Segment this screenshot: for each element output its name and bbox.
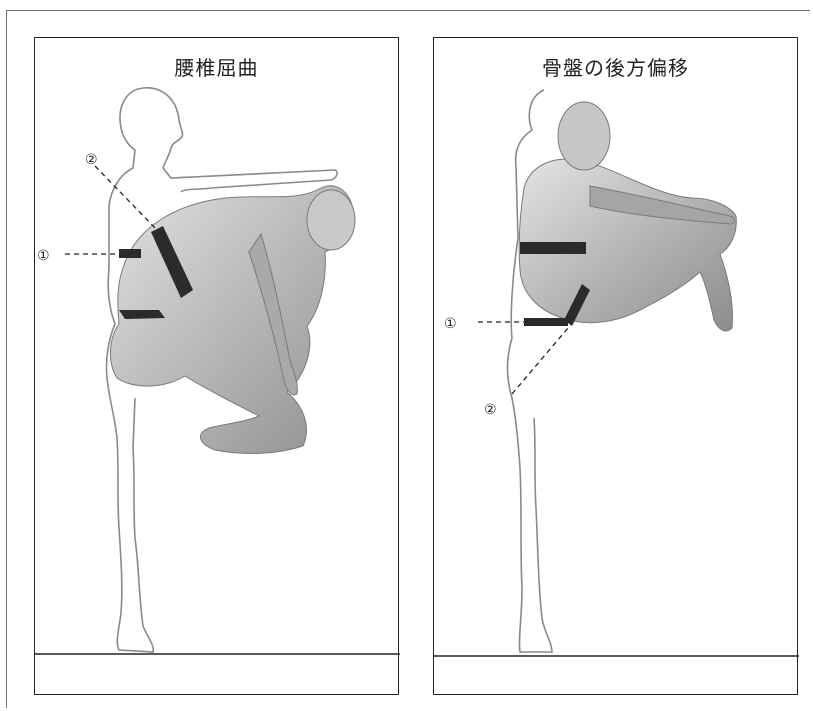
outline-head-front (143, 88, 337, 192)
flexed-figure-head (307, 190, 355, 250)
lumbar-flexion-illustration: ① ② (35, 38, 400, 696)
pelvis-band (119, 310, 165, 319)
pelvis-band-1 (524, 318, 568, 326)
marker-2-label: ② (85, 152, 98, 168)
leader-line-2 (95, 166, 157, 230)
pelvic-shift-illustration: ① ② (434, 38, 799, 696)
marker-2-label: ② (484, 402, 497, 418)
lumbar-band (520, 242, 586, 254)
panel-lumbar-flexion: 腰椎屈曲 ① ② (34, 37, 399, 695)
leader-line-2 (512, 328, 568, 394)
marker-1-label: ① (37, 248, 50, 264)
lumbar-band-1 (119, 249, 141, 258)
lifted-figure-head (558, 102, 610, 170)
panel-posterior-pelvic-shift: 骨盤の後方偏移 ① ② (433, 37, 798, 695)
marker-1-label: ① (444, 316, 457, 332)
